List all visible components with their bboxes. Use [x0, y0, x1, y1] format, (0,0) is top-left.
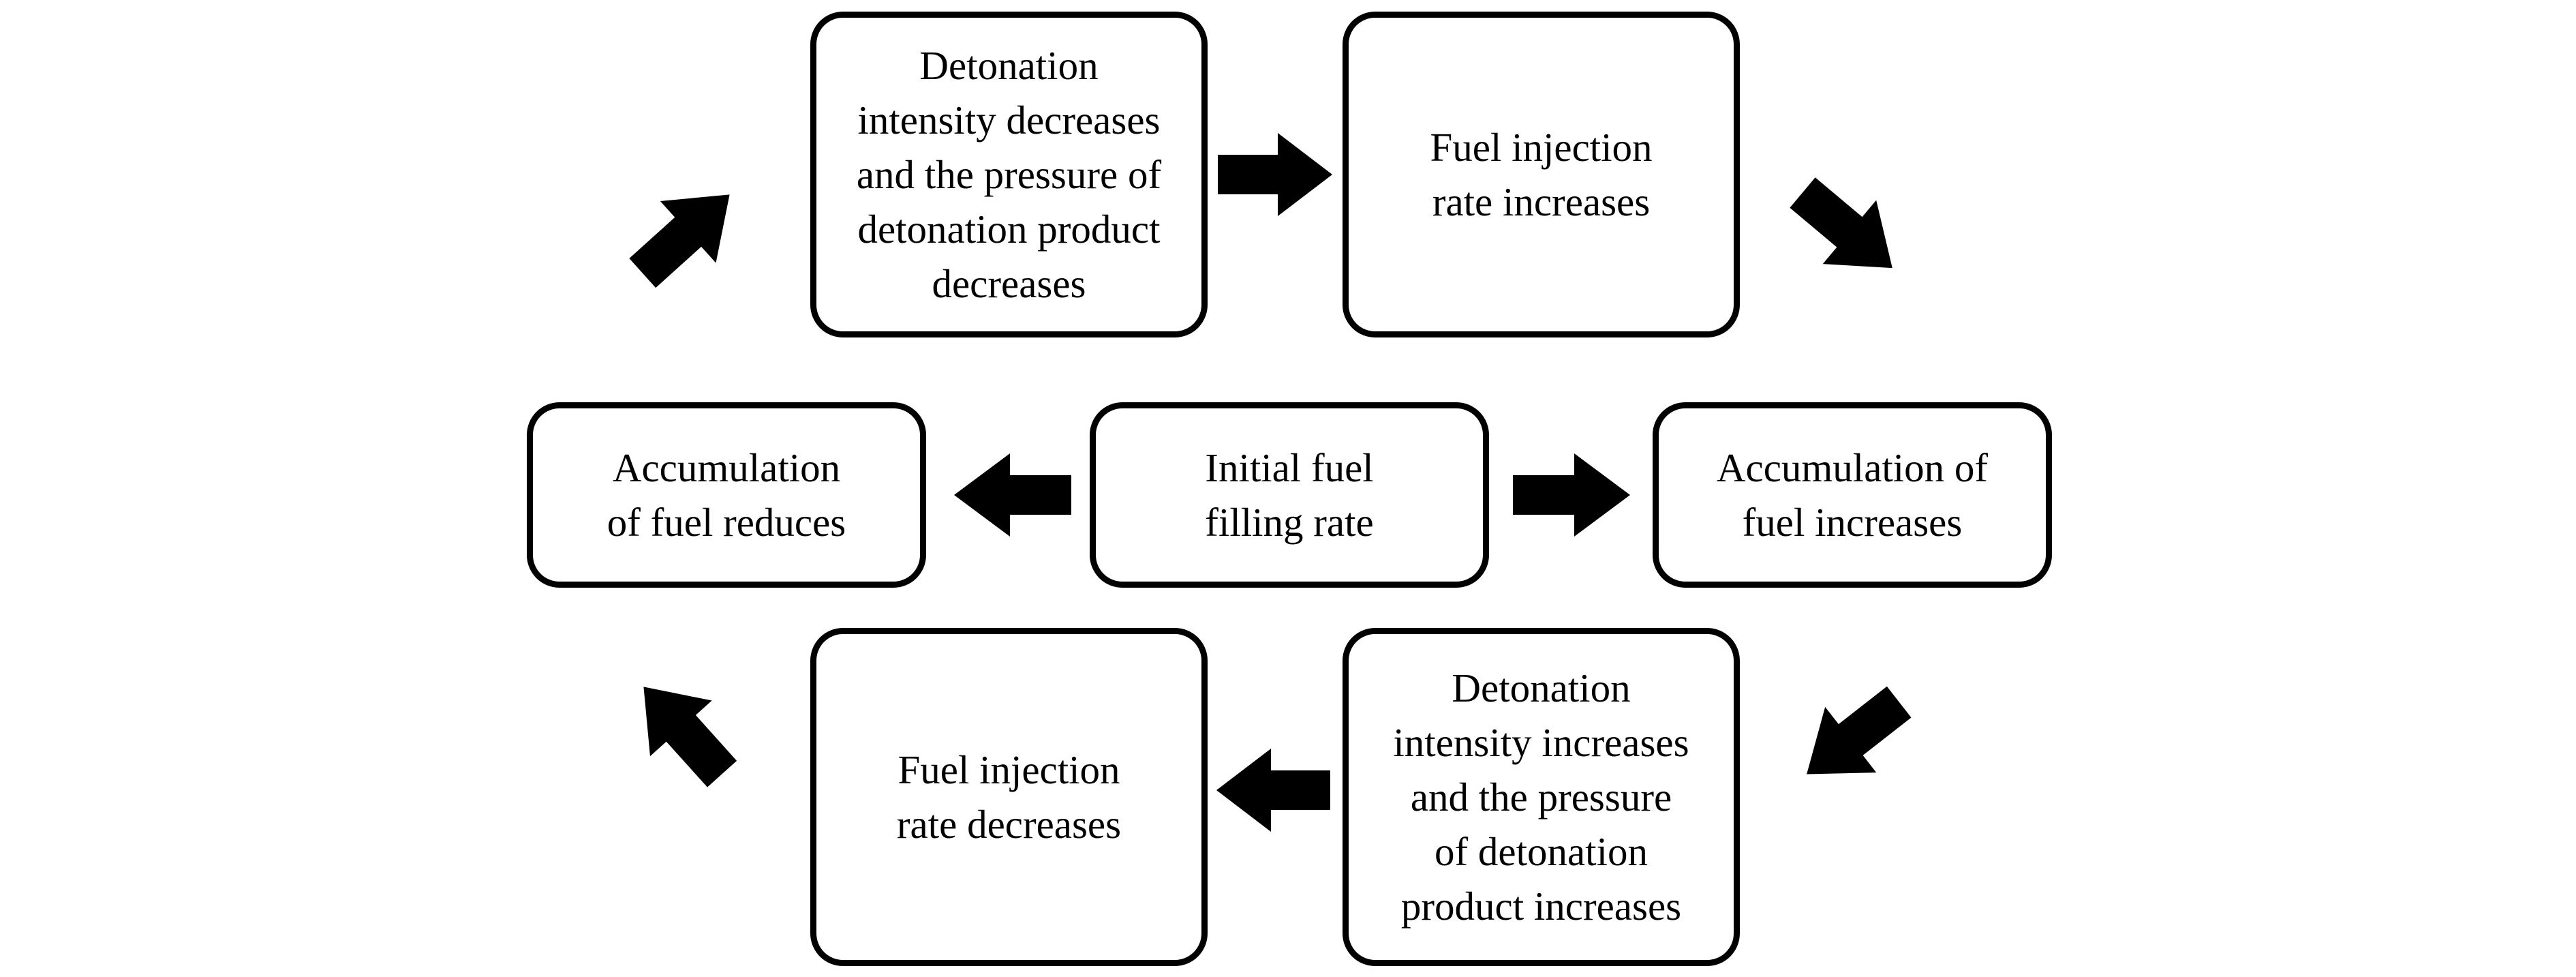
node-label-line: Detonation: [1452, 665, 1631, 710]
node-detonation-intensity-decreases: Detonation intensity decreases and the p…: [810, 12, 1208, 337]
node-label-line: fuel increases: [1742, 500, 1963, 545]
arrow-right-icon: [1218, 133, 1332, 216]
arrow-left-icon: [1216, 749, 1330, 832]
node-accumulation-of-fuel-increases: Accumulation of fuel increases: [1653, 402, 2052, 588]
node-label-line: of fuel reduces: [607, 500, 846, 545]
node-fuel-injection-rate-decreases: Fuel injection rate decreases: [810, 628, 1208, 966]
node-label: Accumulation of fuel increases: [1717, 440, 1988, 550]
node-label: Fuel injection rate increases: [1430, 120, 1652, 229]
arrow-right-icon: [1513, 453, 1630, 537]
node-label-line: filling rate: [1205, 500, 1374, 545]
node-label-line: and the pressure of: [856, 152, 1162, 197]
node-label-line: rate decreases: [896, 802, 1122, 847]
node-accumulation-of-fuel-reduces: Accumulation of fuel reduces: [527, 402, 926, 588]
node-label-line: intensity increases: [1393, 720, 1689, 765]
arrow-left-icon: [954, 453, 1071, 537]
node-detonation-intensity-increases: Detonation intensity increases and the p…: [1343, 628, 1740, 966]
node-label: Fuel injection rate decreases: [897, 742, 1121, 852]
node-label-line: Accumulation: [612, 445, 841, 490]
node-fuel-injection-rate-increases: Fuel injection rate increases: [1343, 12, 1740, 337]
arrow-up-right-icon: [629, 194, 730, 288]
node-label-line: of detonation: [1435, 829, 1648, 874]
arrow-down-left-icon: [1807, 686, 1912, 775]
node-label: Detonation intensity increases and the p…: [1393, 661, 1689, 933]
node-label-line: Initial fuel: [1205, 445, 1374, 490]
node-label: Detonation intensity decreases and the p…: [857, 38, 1161, 311]
node-label-line: detonation product: [857, 207, 1161, 252]
node-label-line: decreases: [932, 261, 1086, 306]
node-label: Accumulation of fuel reduces: [607, 440, 846, 550]
node-label-line: Fuel injection: [898, 747, 1120, 792]
arrow-down-right-icon: [1790, 177, 1892, 269]
node-label-line: rate increases: [1432, 179, 1651, 224]
node-label-line: intensity decreases: [857, 97, 1161, 142]
node-label-line: Fuel injection: [1430, 125, 1653, 170]
node-label: Initial fuel filling rate: [1205, 440, 1373, 550]
node-label-line: Detonation: [919, 43, 1099, 88]
arrow-up-left-icon: [643, 687, 737, 787]
node-label-line: product increases: [1400, 884, 1682, 929]
node-label-line: Accumulation of: [1716, 445, 1989, 490]
node-initial-fuel-filling-rate: Initial fuel filling rate: [1090, 402, 1489, 588]
node-label-line: and the pressure: [1410, 775, 1672, 820]
